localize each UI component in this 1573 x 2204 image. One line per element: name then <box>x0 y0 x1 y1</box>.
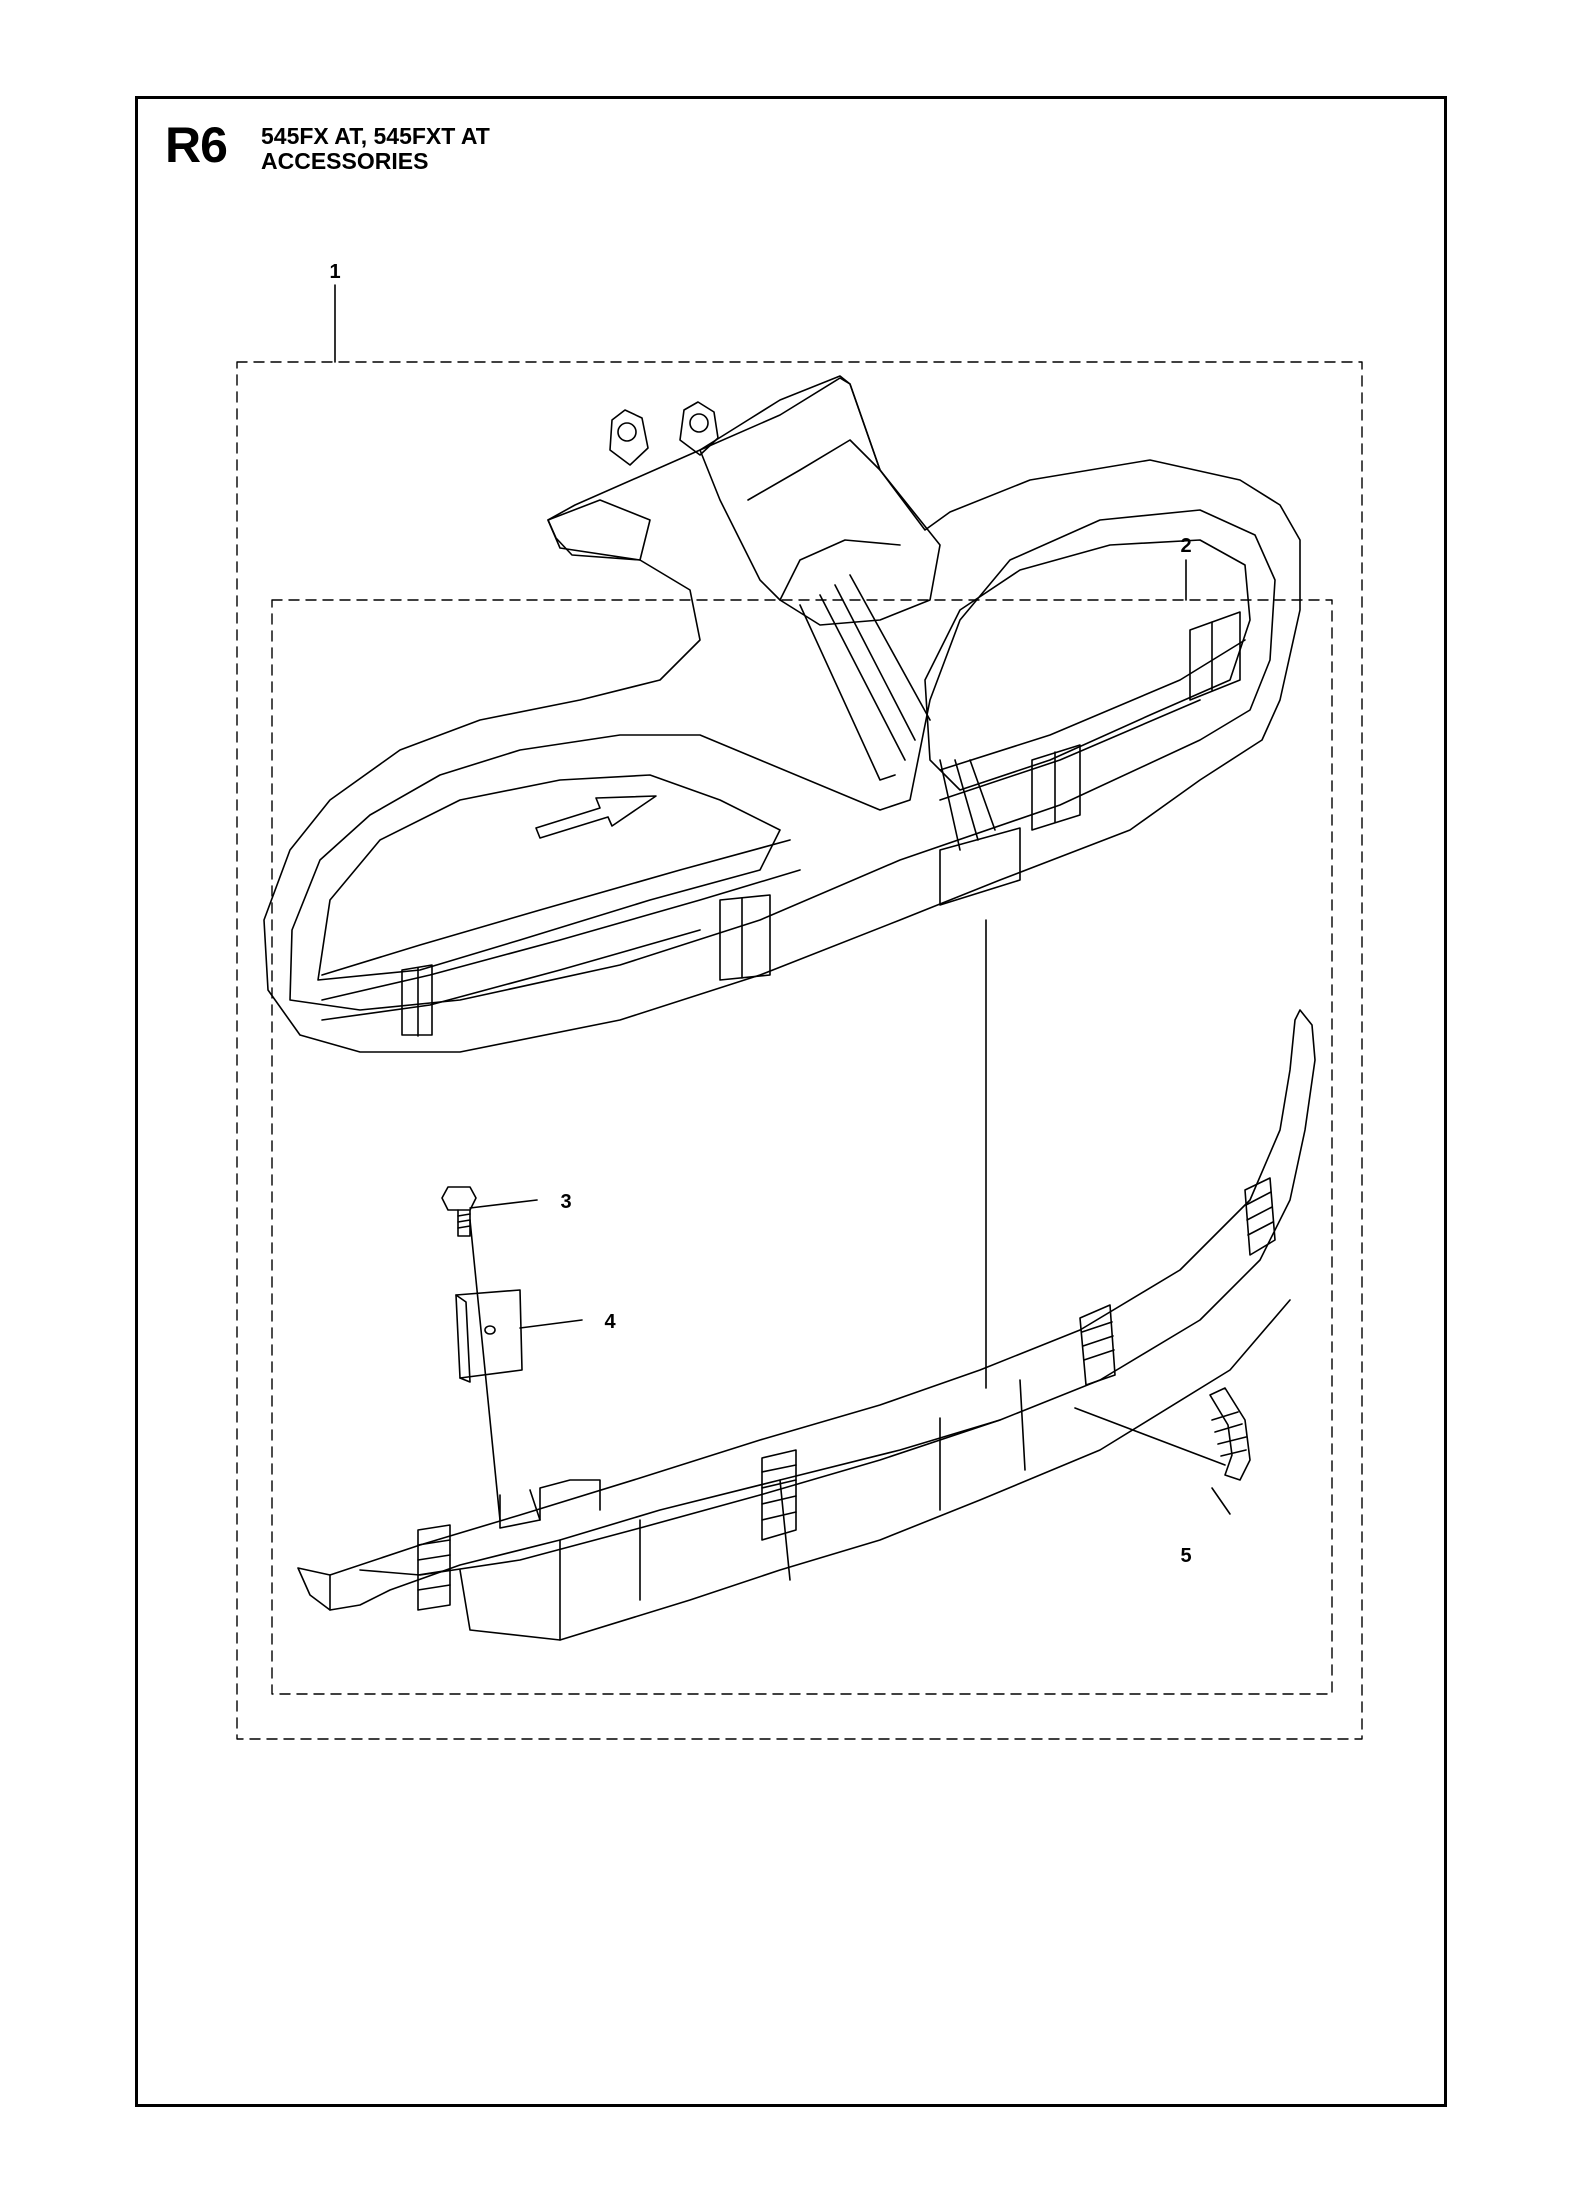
kit-box-1 <box>236 361 1363 1740</box>
model-title: 545FX AT, 545FXT AT <box>261 123 490 149</box>
strip-teeth <box>417 1177 1276 1611</box>
screw-axis-line <box>469 1219 501 1521</box>
page-frame <box>135 96 1447 2107</box>
screw-part-3 <box>441 1186 477 1237</box>
leader-line-5 <box>1211 1487 1231 1515</box>
callout-5: 5 <box>1180 1545 1191 1567</box>
callout-2: 2 <box>1180 535 1191 557</box>
callout-1: 1 <box>329 261 340 283</box>
kit-box-2 <box>271 599 1333 1695</box>
leader-line-4 <box>519 1319 583 1329</box>
callout-3: 3 <box>560 1191 571 1213</box>
section-code: R6 <box>165 117 228 173</box>
callout-4: 4 <box>604 1311 616 1333</box>
nut-part-4 <box>455 1289 523 1383</box>
section-subtitle: ACCESSORIES <box>261 148 429 174</box>
blade-strip-part-2 <box>297 1009 1316 1641</box>
clip-part-5 <box>1209 1387 1251 1481</box>
direction-arrow-icon <box>535 795 657 839</box>
clip-axis-line <box>1074 1407 1226 1466</box>
leader-line-3 <box>469 1199 538 1209</box>
trimmer-guard-part-1 <box>263 375 1301 1053</box>
